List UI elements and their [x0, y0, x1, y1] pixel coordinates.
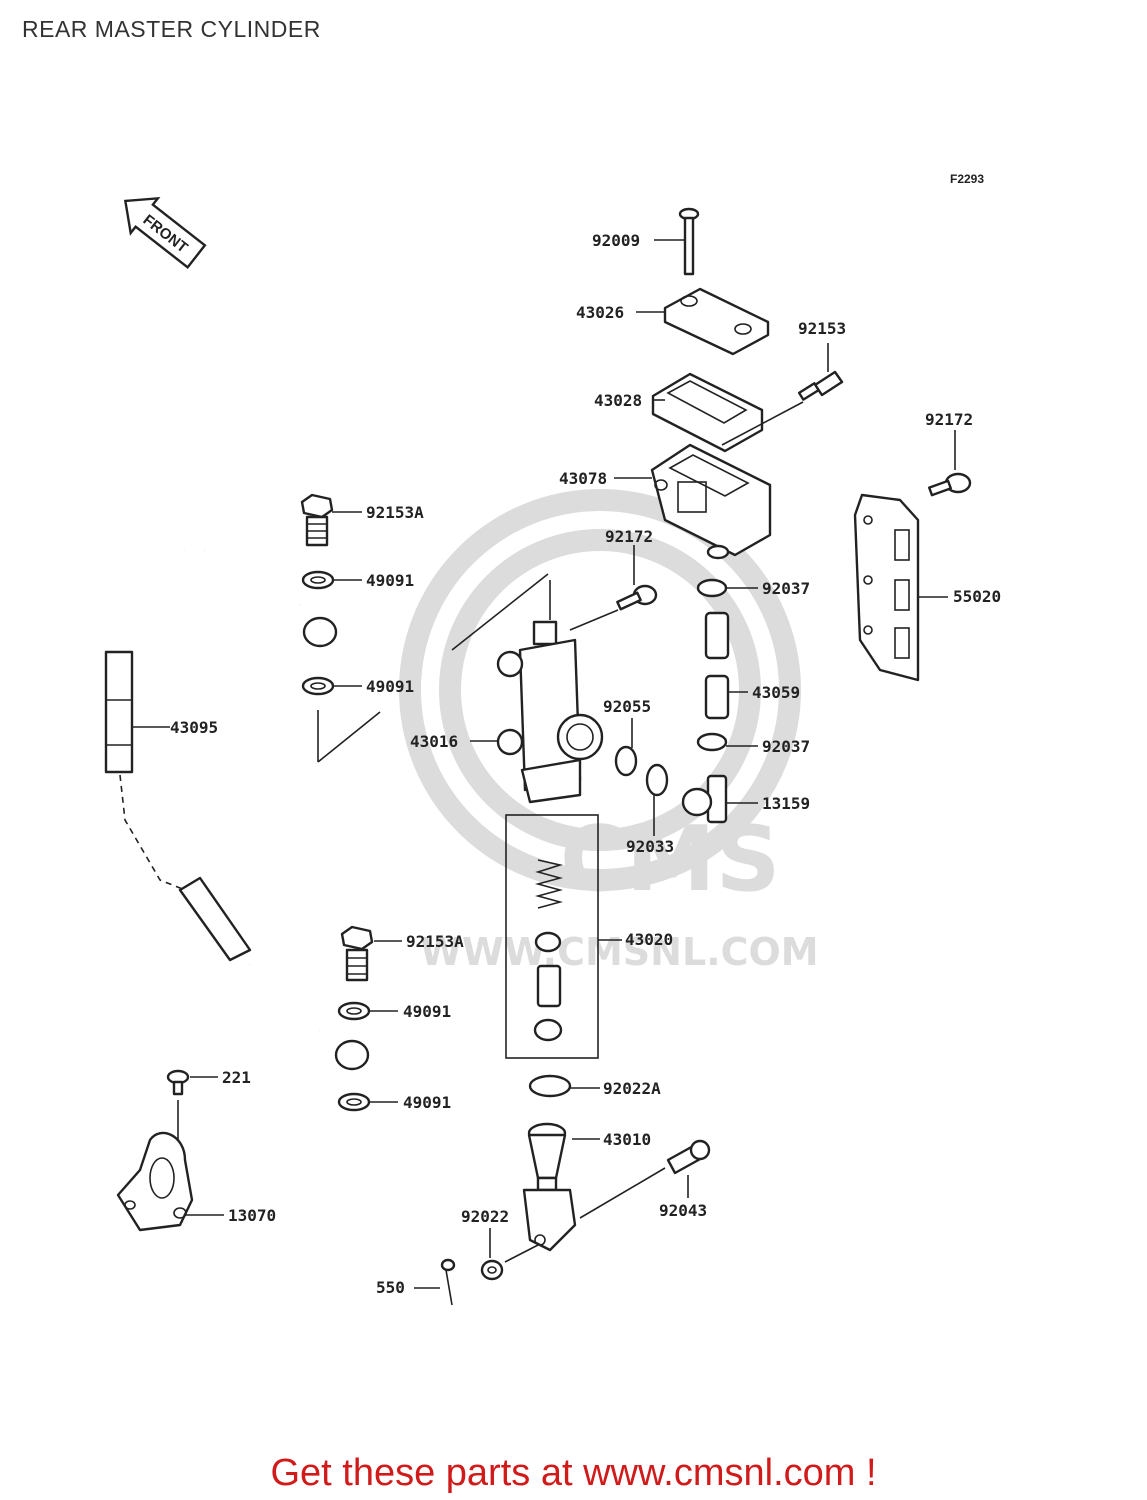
part-92022A-circlip[interactable]: [528, 1074, 600, 1098]
label-92009: 92009: [592, 231, 640, 250]
label-92153A-bottom: 92153A: [406, 932, 464, 951]
label-43020: 43020: [625, 930, 673, 949]
label-13159: 13159: [762, 794, 810, 813]
watermark: CMS WWW.CMSNL.COM: [399, 489, 819, 974]
page-title: REAR MASTER CYLINDER: [22, 16, 321, 42]
label-92022A: 92022A: [603, 1079, 661, 1098]
label-49091-d: 49091: [403, 1093, 451, 1112]
part-43026-reservoir-cap[interactable]: [636, 287, 770, 356]
label-43016: 43016: [410, 732, 458, 751]
part-92055-o-ring[interactable]: [614, 718, 638, 777]
label-92153: 92153: [798, 319, 846, 338]
part-92153A-union-bolt-bottom[interactable]: [340, 925, 402, 982]
label-43078: 43078: [559, 469, 607, 488]
label-92037-top: 92037: [762, 579, 810, 598]
part-43020-piston-kit[interactable]: [505, 814, 622, 1059]
watermark-site: WWW.CMSNL.COM: [420, 930, 819, 974]
label-43059: 43059: [752, 683, 800, 702]
part-92037-clamp-top[interactable]: [696, 578, 758, 598]
part-92172-screw[interactable]: [569, 545, 658, 631]
label-92033: 92033: [626, 837, 674, 856]
label-221: 221: [222, 1068, 251, 1087]
part-13159-elbow-fitting[interactable]: [681, 774, 758, 824]
part-92172-top-screw[interactable]: [928, 430, 972, 497]
label-55020: 55020: [953, 587, 1001, 606]
label-92153A-top: 92153A: [366, 503, 424, 522]
label-92043: 92043: [659, 1201, 707, 1220]
label-49091-a: 49091: [366, 571, 414, 590]
part-49091-washer-d[interactable]: [337, 1092, 398, 1112]
label-92172-top: 92172: [925, 410, 973, 429]
front-arrow-icon: FRONT: [123, 196, 207, 270]
part-labels: 92009 43026 92153 43028 92172 43078 9215…: [170, 231, 1001, 1297]
part-43016-cylinder-body[interactable]: [470, 620, 604, 804]
label-49091-b: 49091: [366, 677, 414, 696]
part-550-cotter-pin[interactable]: [414, 1258, 456, 1306]
watermark-brand: CMS: [560, 807, 780, 912]
label-92055: 92055: [603, 697, 651, 716]
figure-code: F2293: [950, 172, 985, 186]
part-92037-clamp-bottom[interactable]: [696, 732, 758, 752]
label-43010: 43010: [603, 1130, 651, 1149]
part-55020-guard[interactable]: [853, 493, 948, 682]
label-550: 550: [376, 1278, 405, 1297]
label-43028: 43028: [594, 391, 642, 410]
part-49091-washer-a[interactable]: [301, 570, 362, 590]
part-92022-washer[interactable]: [480, 1228, 539, 1281]
part-92153-bolt[interactable]: [721, 343, 844, 446]
part-43028-diaphragm[interactable]: [651, 372, 764, 453]
part-49091-washer-c[interactable]: [337, 1001, 398, 1021]
label-92037-bottom: 92037: [762, 737, 810, 756]
part-43010-push-rod[interactable]: [522, 1122, 600, 1252]
assembly-leaders: [317, 573, 551, 763]
part-43095-brake-hose[interactable]: [104, 545, 370, 1071]
part-92033-circlip[interactable]: [645, 763, 669, 836]
part-49091-washer-b[interactable]: [301, 676, 362, 696]
part-43059-reservoir-hose[interactable]: [704, 611, 748, 720]
label-13070: 13070: [228, 1206, 276, 1225]
label-92172: 92172: [605, 527, 653, 546]
part-43078-reservoir[interactable]: [614, 443, 772, 560]
part-13070-bracket[interactable]: [116, 1131, 224, 1232]
part-92009-screw[interactable]: [654, 207, 700, 276]
label-43095: 43095: [170, 718, 218, 737]
part-92153A-union-bolt-top[interactable]: [300, 493, 362, 547]
part-92043-clevis-pin[interactable]: [579, 1139, 711, 1219]
label-49091-c: 49091: [403, 1002, 451, 1021]
footer-link[interactable]: Get these parts at www.cmsnl.com !: [270, 1452, 877, 1494]
label-92022: 92022: [461, 1207, 509, 1226]
label-43026: 43026: [576, 303, 624, 322]
